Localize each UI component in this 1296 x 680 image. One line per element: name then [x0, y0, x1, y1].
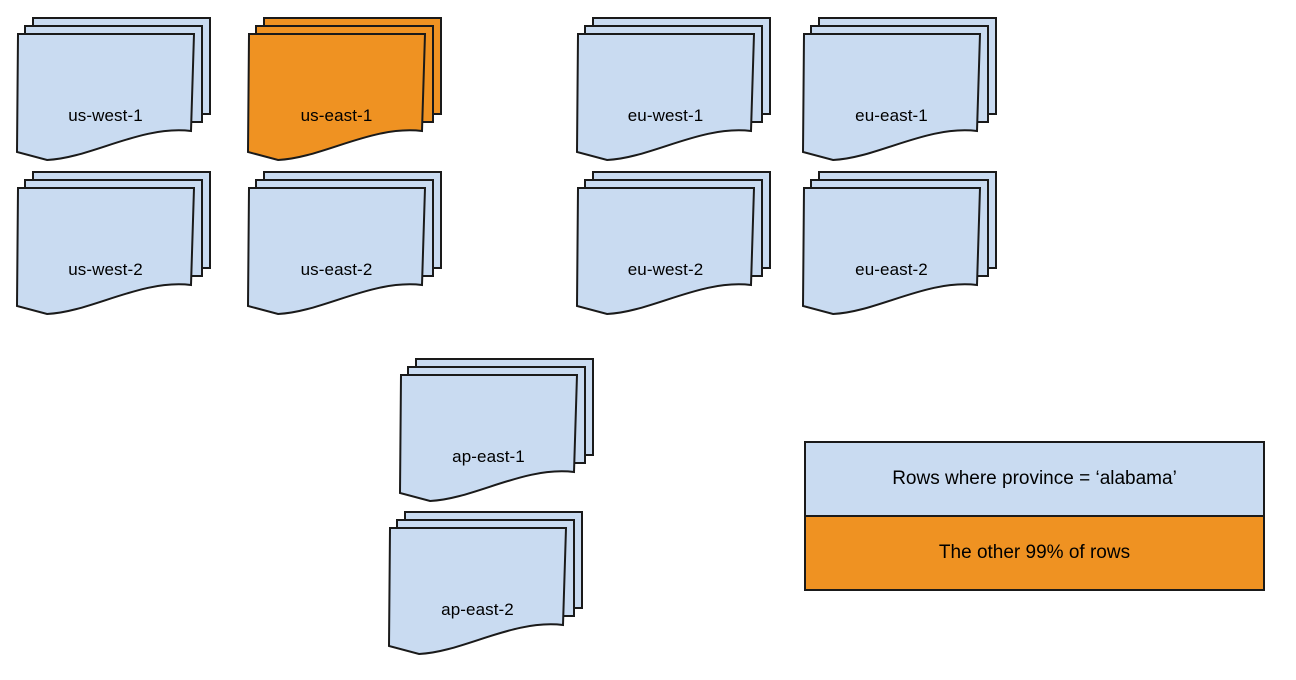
region-stack-us-west-1[interactable]: us-west-1 [15, 17, 219, 179]
region-stack-shape [15, 171, 211, 316]
region-stack-shape [801, 171, 997, 316]
region-stack-us-east-2[interactable]: us-east-2 [246, 171, 450, 333]
legend-label-highlight: The other 99% of rows [938, 542, 1131, 563]
region-stack-eu-east-2[interactable]: eu-east-2 [801, 171, 1005, 333]
region-stack-ap-east-2[interactable]: ap-east-2 [387, 511, 591, 673]
region-stack-us-east-1[interactable]: us-east-1 [246, 17, 450, 179]
region-stack-shape [575, 17, 771, 162]
legend-row-highlight: The other 99% of rows [806, 517, 1263, 589]
region-stack-ap-east-1[interactable]: ap-east-1 [398, 358, 602, 520]
region-stack-shape [15, 17, 211, 162]
region-stack-us-west-2[interactable]: us-west-2 [15, 171, 219, 333]
region-stack-shape [801, 17, 997, 162]
region-stack-shape [387, 511, 583, 656]
legend: Rows where province = ‘alabama’ The othe… [804, 441, 1265, 591]
region-stack-shape [246, 17, 442, 162]
region-stack-eu-west-2[interactable]: eu-west-2 [575, 171, 779, 333]
region-stack-eu-east-1[interactable]: eu-east-1 [801, 17, 1005, 179]
region-stack-eu-west-1[interactable]: eu-west-1 [575, 17, 779, 179]
region-stack-shape [246, 171, 442, 316]
legend-label-normal: Rows where province = ‘alabama’ [892, 468, 1177, 489]
region-stack-shape [398, 358, 594, 503]
region-stack-shape [575, 171, 771, 316]
legend-row-normal: Rows where province = ‘alabama’ [806, 443, 1263, 517]
